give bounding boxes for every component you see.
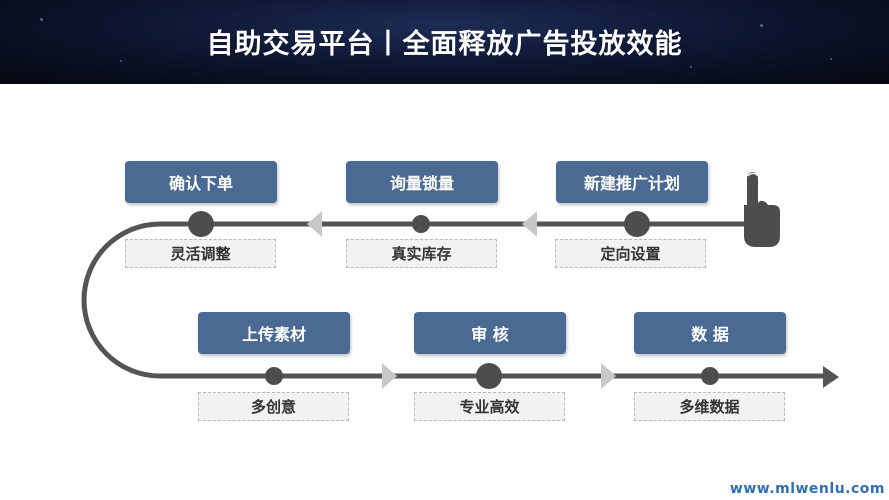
note-real-inventory: 真实库存 <box>346 239 497 268</box>
step-inquire-lock-volume: 询量锁量 <box>346 161 498 203</box>
flow-node <box>412 215 430 233</box>
note-flexible-adjust: 灵活调整 <box>125 239 276 268</box>
pointing-hand-icon <box>744 172 780 247</box>
note-targeting: 定向设置 <box>555 239 706 268</box>
flow-node <box>476 363 502 389</box>
flow-node <box>265 367 283 385</box>
step-confirm-order: 确认下单 <box>125 161 277 203</box>
flow-chevron <box>601 363 616 389</box>
star-decoration <box>760 24 763 27</box>
watermark: www.mlwenlu.com <box>729 481 885 497</box>
step-create-campaign: 新建推广计划 <box>556 161 708 203</box>
header-banner: 自助交易平台丨全面释放广告投放效能 <box>0 0 889 84</box>
note-multi-creative: 多创意 <box>198 392 349 421</box>
flow-chevron <box>382 363 397 389</box>
note-multidimensional-data: 多维数据 <box>634 392 785 421</box>
note-professional: 专业高效 <box>414 392 565 421</box>
star-decoration <box>690 66 692 68</box>
flow-node <box>701 367 719 385</box>
step-data: 数 据 <box>634 312 786 354</box>
flow-node <box>188 211 214 237</box>
flow-arrowhead <box>823 366 839 388</box>
flow-node <box>624 211 650 237</box>
step-upload-material: 上传素材 <box>198 312 350 354</box>
star-decoration <box>40 18 43 21</box>
star-decoration <box>120 60 122 62</box>
step-review: 审 核 <box>414 312 566 354</box>
flow-chevron <box>522 211 537 237</box>
star-decoration <box>830 58 832 60</box>
flow-line <box>81 221 828 379</box>
flow-chevron <box>307 211 322 237</box>
page-title: 自助交易平台丨全面释放广告投放效能 <box>206 29 683 60</box>
